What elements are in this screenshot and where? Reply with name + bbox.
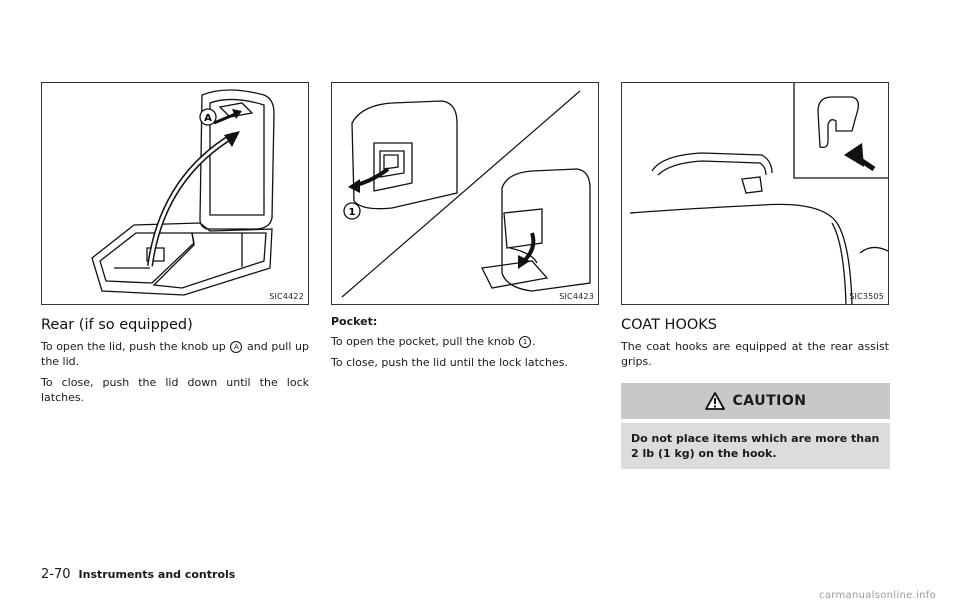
column-left: A SIC4422 Rear (if so equipped) To open …: [41, 82, 309, 411]
rear-heading: Rear (if so equipped): [41, 317, 193, 333]
caution-box: CAUTION Do not place items which are mor…: [621, 383, 890, 469]
pocket-illustration: 1 SIC4423: [331, 82, 599, 305]
column-right: SIC3505 COAT HOOKS The coat hooks are eq…: [621, 82, 890, 469]
marker-1: 1: [519, 336, 532, 348]
pocket-open-text: To open the pocket, pull the knob 1.: [331, 334, 599, 349]
figure-code: SIC4423: [559, 292, 594, 301]
watermark: carmanualsonline.info: [819, 590, 936, 601]
section-title: Instruments and controls: [78, 568, 236, 581]
armrest-lid-illustration: A SIC4422: [41, 82, 309, 305]
coat-hook-drawing: [629, 83, 888, 304]
callout-1: 1: [349, 207, 356, 218]
caution-text: Do not place items which are more than 2…: [621, 423, 890, 469]
rear-open-text: To open the lid, push the knob up A and …: [41, 339, 309, 369]
page-number: 2-70: [41, 567, 71, 582]
caution-title: CAUTION: [732, 393, 807, 409]
rear-open-text-start: To open the lid, push the knob up: [41, 340, 226, 353]
callout-a: A: [204, 113, 212, 124]
pocket-open-text-end: .: [532, 335, 536, 348]
pocket-open-text-start: To open the pocket, pull the knob: [331, 335, 515, 348]
coat-hooks-text: The coat hooks are equipped at the rear …: [621, 340, 889, 368]
pocket-close-text: To close, push the lid until the lock la…: [331, 356, 568, 369]
page-footer: 2-70 Instruments and controls: [41, 567, 235, 582]
column-middle: 1 SIC4423 Pocket: To open the pocket, pu…: [331, 82, 599, 376]
armrest-lid-drawing: A: [91, 89, 275, 296]
figure-code: SIC4422: [269, 292, 304, 301]
rear-close-text: To close, push the lid down until the lo…: [41, 376, 309, 404]
warning-triangle-icon: [704, 392, 725, 410]
coat-hooks-heading: COAT HOOKS: [621, 317, 717, 333]
coat-hook-illustration: SIC3505: [621, 82, 889, 305]
marker-a: A: [230, 341, 243, 353]
caution-header: CAUTION: [621, 383, 890, 419]
rear-open-text-end: and pull up the lid.: [41, 340, 309, 368]
pocket-drawing: 1: [341, 90, 591, 298]
pocket-heading: Pocket:: [331, 315, 378, 328]
figure-code: SIC3505: [849, 292, 884, 301]
